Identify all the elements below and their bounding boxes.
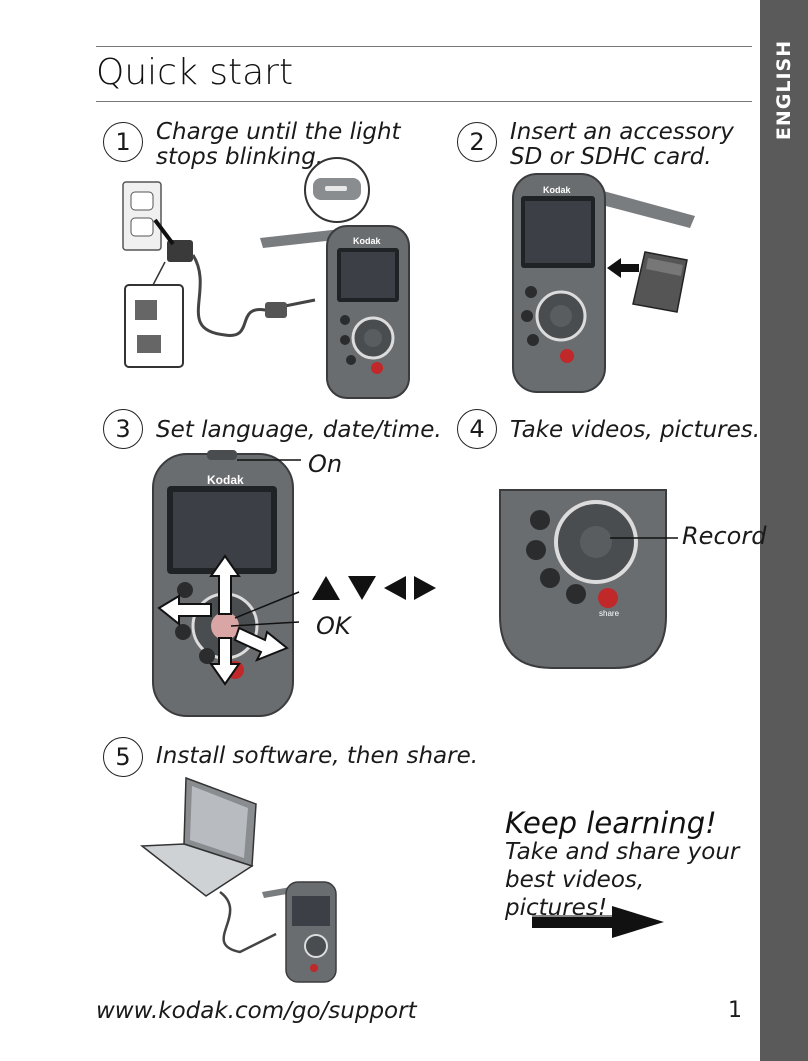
top-rule bbox=[96, 46, 752, 47]
step-3-text: Set language, date/time. bbox=[156, 417, 442, 443]
on-callout: On bbox=[308, 450, 343, 478]
software-illustration bbox=[139, 776, 337, 983]
step-2-number: 2 bbox=[457, 122, 497, 162]
svg-text:Kodak: Kodak bbox=[543, 185, 572, 195]
sd-card-icon bbox=[632, 251, 688, 313]
ok-callout: OK bbox=[316, 612, 351, 640]
settings-illustration: Kodak bbox=[152, 450, 301, 717]
adapter-box bbox=[124, 284, 184, 368]
record-callout: Record bbox=[682, 522, 767, 550]
step-1-line1: Charge until the light bbox=[156, 119, 401, 145]
laptop-icon bbox=[139, 776, 257, 897]
sd-card-illustration: Kodak bbox=[512, 173, 695, 393]
support-url[interactable]: www.kodak.com/go/support bbox=[96, 998, 417, 1024]
charging-illustration: Kodak bbox=[122, 157, 410, 399]
record-illustration: share bbox=[499, 489, 678, 669]
step-4-text: Take videos, pictures. bbox=[510, 417, 761, 443]
keep-learning-title: Keep learning! bbox=[505, 806, 717, 840]
keep-learning-line1: Take and share your bbox=[505, 839, 740, 865]
direction-arrows bbox=[157, 554, 289, 686]
step-1-line2: stops blinking. bbox=[156, 144, 324, 170]
step-2-line2: SD or SDHC card. bbox=[510, 144, 712, 170]
arrow-keys-icon bbox=[312, 576, 436, 600]
wall-outlet-icon bbox=[122, 181, 162, 251]
step-3-number: 3 bbox=[103, 409, 143, 449]
language-label: ENGLISH bbox=[773, 39, 795, 141]
step-2-text: Insert an accessory SD or SDHC card. bbox=[510, 120, 734, 170]
step-1-text: Charge until the light stops blinking. bbox=[156, 120, 401, 170]
step-5-text: Install software, then share. bbox=[156, 743, 479, 769]
next-arrow-icon[interactable] bbox=[528, 902, 668, 942]
keep-learning-text: Take and share your best videos, picture… bbox=[505, 838, 745, 922]
page-number: 1 bbox=[728, 998, 742, 1023]
svg-text:Kodak: Kodak bbox=[207, 473, 244, 487]
step-4-number: 4 bbox=[457, 409, 497, 449]
step-5-number: 5 bbox=[103, 737, 143, 777]
step-1-number: 1 bbox=[103, 122, 143, 162]
charger-icon bbox=[153, 218, 193, 262]
svg-text:Kodak: Kodak bbox=[353, 236, 382, 246]
step-2-line1: Insert an accessory bbox=[510, 119, 734, 145]
svg-text:share: share bbox=[599, 609, 620, 618]
page-title: Quick start bbox=[96, 52, 294, 93]
language-side-tab bbox=[760, 0, 808, 1061]
title-rule bbox=[96, 101, 752, 102]
